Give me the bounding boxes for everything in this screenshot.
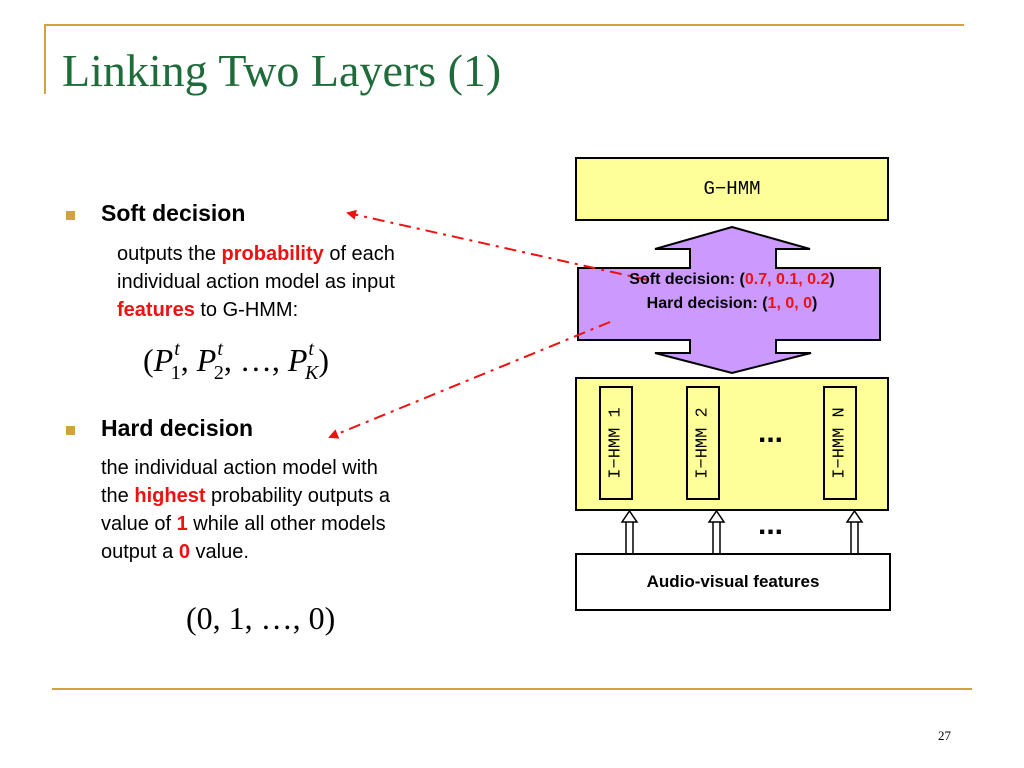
hard-decision-values: 1, 0, 0 <box>767 295 813 312</box>
hard-decision-heading: Hard decision <box>101 415 254 441</box>
soft-connector-arrow <box>346 209 649 281</box>
g-hmm-box: G−HMM <box>575 157 889 221</box>
i-hmm-2-label: I−HMM 2 <box>693 407 713 479</box>
decision-double-arrow <box>577 225 881 375</box>
hard-connector-arrow <box>328 321 611 439</box>
title-rule-top <box>44 24 964 26</box>
i-hmm-box-2: I−HMM 2 <box>686 386 720 500</box>
hard-line-3-post: while all other models <box>187 513 386 535</box>
formula-sub-k: K <box>304 362 319 384</box>
soft-decision-formula: (Pt1, Pt2, …, PtK) <box>143 338 329 385</box>
title-rule-left <box>44 24 46 94</box>
formula-sup-1: t <box>174 338 180 360</box>
audio-visual-features-box: Audio-visual features <box>575 553 891 611</box>
soft-line-1: outputs the probability of each <box>117 240 497 268</box>
hard-line-1: the individual action model with <box>101 457 378 479</box>
hard-highlight-highest: highest <box>134 485 206 507</box>
formula-var-1: P <box>153 342 174 378</box>
footer-rule <box>52 688 972 690</box>
i-hmm-n-label: I−HMM N <box>830 407 850 479</box>
soft-line-1-post: of each <box>323 243 395 265</box>
hard-decision-formula: (0, 1, …, 0) <box>186 600 336 636</box>
formula-sep-2: , <box>223 342 240 378</box>
hard-line-4: output a 0 value. <box>101 538 491 566</box>
i-hmm-layer-panel <box>575 377 889 511</box>
formula-var-k: P <box>287 342 308 378</box>
soft-line-2: individual action model as input <box>117 271 395 293</box>
hard-line-3: value of 1 while all other models <box>101 510 491 538</box>
hard-line-2: the highest probability outputs a <box>101 482 491 510</box>
bullet-hard <box>66 426 75 435</box>
slide-title: Linking Two Layers (1) <box>62 45 502 96</box>
feature-input-arrows <box>620 509 864 553</box>
i-hmm-1-label: I−HMM 1 <box>606 407 626 479</box>
formula-sub-2: 2 <box>213 362 224 384</box>
formula-ellipsis: … <box>239 342 272 378</box>
decision-labels: Soft decision: (0.7, 0.1, 0.2) Hard deci… <box>578 268 886 316</box>
soft-decision-label-text: Soft decision: ( <box>629 271 745 288</box>
formula-sep-1: , <box>180 342 197 378</box>
formula-sub-1: 1 <box>170 362 181 384</box>
i-hmm-box-n: I−HMM N <box>823 386 857 500</box>
formula-sup-k: t <box>308 338 314 360</box>
soft-decision-label: Soft decision: (0.7, 0.1, 0.2) <box>578 268 886 292</box>
input-ellipsis: ... <box>758 508 784 541</box>
hard-line-4-post: value. <box>189 541 249 563</box>
formula-sep-3: , <box>271 342 288 378</box>
soft-highlight-features: features <box>117 299 195 321</box>
formula-close-paren: ) <box>318 342 329 378</box>
hard-line-2-post: probability outputs a <box>205 485 391 507</box>
i-hmm-box-1: I−HMM 1 <box>599 386 633 500</box>
soft-decision-close: ) <box>829 271 835 288</box>
hard-highlight-zero: 0 <box>178 541 190 563</box>
soft-decision-description: outputs the probability of each individu… <box>117 240 497 324</box>
formula-var-2: P <box>196 342 217 378</box>
soft-highlight-probability: probability <box>221 243 324 265</box>
formula-open-paren: ( <box>143 342 154 378</box>
hard-highlight-one: 1 <box>176 513 188 535</box>
hard-line-2-pre: the <box>101 485 135 507</box>
soft-decision-heading: Soft decision <box>101 200 246 226</box>
hard-decision-description: the individual action model with the hig… <box>101 454 491 566</box>
page-number: 27 <box>938 728 951 743</box>
bullet-soft <box>66 211 75 220</box>
hard-decision-label-text: Hard decision: ( <box>646 295 768 312</box>
hard-line-4-pre: output a <box>101 541 179 563</box>
i-hmm-ellipsis: ... <box>758 416 784 449</box>
hard-line-3-pre: value of <box>101 513 177 535</box>
hard-decision-label: Hard decision: (1, 0, 0) <box>578 292 886 316</box>
hard-decision-close: ) <box>812 295 818 312</box>
soft-line-1-pre: outputs the <box>117 243 222 265</box>
soft-decision-values: 0.7, 0.1, 0.2 <box>744 271 830 288</box>
formula-sup-2: t <box>217 338 223 360</box>
soft-line-3: features to G-HMM: <box>117 296 497 324</box>
soft-line-3-post: to G-HMM: <box>194 299 299 321</box>
